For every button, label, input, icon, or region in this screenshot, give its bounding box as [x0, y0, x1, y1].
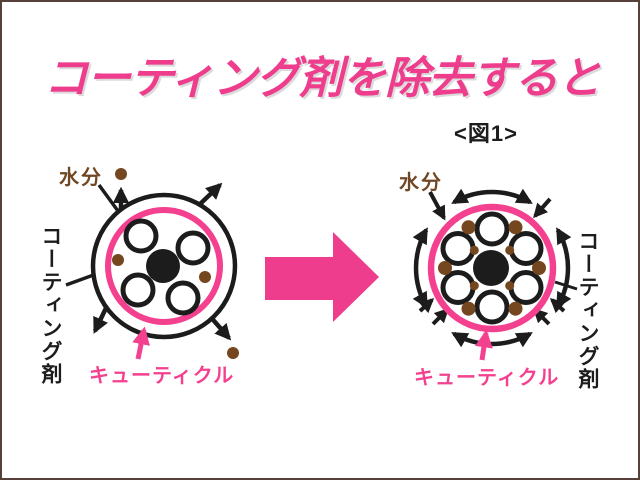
moisture-leader-line	[97, 183, 120, 213]
moisture-dot	[115, 168, 127, 180]
cortex-cell	[474, 289, 510, 325]
moisture-dot	[508, 301, 523, 316]
cuticle-pointer-arrow	[132, 326, 150, 360]
coating-leader-line	[554, 280, 578, 291]
cortex-cell	[175, 230, 211, 266]
moisture-escape-arrow-top-right	[197, 182, 223, 207]
page-title: コーティング剤を除去すると	[43, 54, 601, 103]
medulla-core	[473, 250, 509, 286]
moisture-arrow-lower-left-2	[418, 298, 435, 314]
cortex-cell	[508, 270, 544, 305]
left-hair-cross-section-diagram	[65, 168, 239, 360]
moisture-dot-small	[505, 281, 515, 291]
right-coating-label: コーティング剤	[576, 230, 599, 391]
moisture-dot-small	[469, 245, 479, 255]
moisture-dot	[461, 301, 476, 316]
right-cuticle-label: キューティクル	[414, 367, 560, 389]
cortex-cell	[508, 231, 544, 266]
right-hair-cross-section-diagram	[412, 188, 578, 361]
moisture-arrow-lower-right-2	[549, 298, 566, 314]
moisture-dot	[532, 261, 546, 275]
moisture-dot-small	[505, 245, 515, 255]
transition-arrow-shaft	[265, 257, 335, 300]
detached-coating-arc-top	[451, 188, 533, 205]
cortex-cell	[440, 231, 476, 266]
moisture-dot	[438, 261, 452, 275]
moisture-dot	[112, 254, 124, 266]
detached-coating-arc-left	[412, 227, 429, 309]
medulla-core	[146, 249, 180, 283]
right-moisture-label: 水分	[399, 172, 443, 194]
transition-arrow-head	[333, 232, 379, 322]
transition-arrow	[265, 232, 380, 322]
cortex-cell	[123, 218, 159, 254]
moisture-dot	[461, 220, 476, 235]
cortex-cell	[440, 270, 476, 305]
figure-label: <図1>	[454, 121, 518, 146]
left-coating-label: コーティング剤	[39, 225, 62, 386]
cortex-cell	[120, 272, 156, 308]
moisture-dot-small	[469, 281, 479, 291]
cortex-cell	[474, 211, 510, 247]
cortex-cell	[165, 280, 201, 316]
left-cuticle-label: キューティクル	[89, 365, 235, 387]
detached-coating-arc-right	[555, 227, 572, 309]
moisture-arrow-lower-left	[431, 307, 450, 326]
left-moisture-label: 水分	[59, 167, 103, 189]
moisture-dot	[508, 220, 523, 235]
moisture-dot	[227, 347, 239, 359]
moisture-dot	[199, 271, 211, 283]
moisture-arrow-upper-left	[428, 191, 446, 221]
cuticle-pointer-arrow	[474, 329, 493, 361]
moisture-escape-arrow-bottom-left	[92, 307, 109, 334]
moisture-arrow-upper-right	[533, 197, 552, 219]
detached-coating-arc-bottom	[451, 331, 533, 348]
